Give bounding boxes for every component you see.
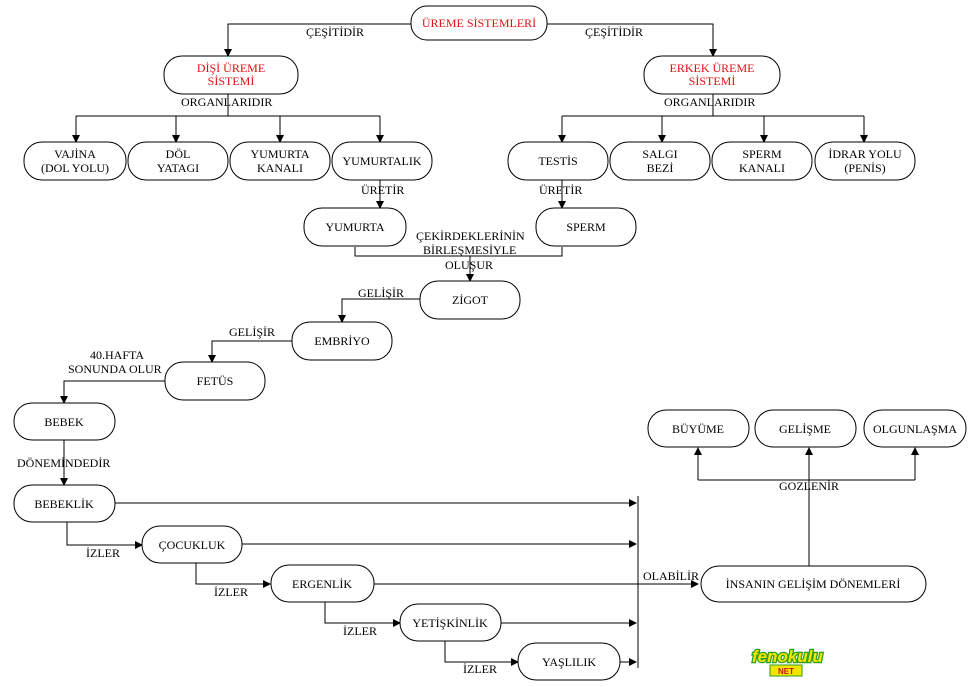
node-baby-text: BEBEK xyxy=(44,415,84,429)
node-oldage: YAŞLILIK xyxy=(517,642,621,681)
node-womb: DÖL YATAGI xyxy=(127,141,229,181)
label-gelisir-1: GELİŞİR xyxy=(358,286,404,300)
node-male-text-1: ERKEK ÜREME xyxy=(670,61,755,75)
logo-badge xyxy=(769,664,803,677)
label-gozlenir: GOZLENİR xyxy=(779,479,839,493)
label-cesitidir-right: ÇEŞİTİDİR xyxy=(585,25,643,39)
node-oviduct: YUMURTA KANALI xyxy=(229,141,331,181)
node-root: ÜREME SİSTEMLERİ xyxy=(410,5,548,41)
node-womb-text-1: DÖL xyxy=(166,147,191,161)
label-fusion-1: ÇEKİRDEKLERİNİN xyxy=(416,229,525,243)
node-egg: YUMURTA xyxy=(303,207,407,247)
node-egg-text: YUMURTA xyxy=(326,220,385,234)
label-uretir-left: ÜRETİR xyxy=(361,183,404,197)
node-urethra: İDRAR YOLU (PENİS) xyxy=(814,141,916,181)
label-izler-4: İZLER xyxy=(463,662,497,676)
logo-main-text: fenokulu xyxy=(752,647,823,666)
fenokulu-logo: fenokulu NET xyxy=(751,646,825,677)
label-izler-2: İZLER xyxy=(214,585,248,599)
label-organlaridir-right: ORGANLARIDIR xyxy=(664,95,755,109)
node-male-system: ERKEK ÜREME SİSTEMİ xyxy=(643,55,781,95)
node-adolescence: ERGENLİK xyxy=(270,564,375,603)
node-root-text: ÜREME SİSTEMLERİ xyxy=(422,16,536,30)
node-infancy: BEBEKLİK xyxy=(13,484,116,523)
label-week-2: SONUNDA OLUR xyxy=(68,362,162,376)
node-gland: SALGI BEZİ xyxy=(609,141,711,181)
node-testis: TESTİS xyxy=(507,141,609,181)
node-sperm-duct: SPERM KANALI xyxy=(711,141,813,181)
edge-infancy-childhood xyxy=(66,522,143,549)
node-adulthood: YETİŞKİNLİK xyxy=(399,603,502,642)
node-growth: BÜYÜME xyxy=(647,409,750,448)
edge-labels: ÇEŞİTİDİR ÇEŞİTİDİR ORGANLARIDIR ORGANLA… xyxy=(17,25,839,676)
logo-sub-text: NET xyxy=(778,667,794,676)
node-womb-text-2: YATAGI xyxy=(157,161,199,175)
edge-adulthood-oldage xyxy=(444,641,519,666)
label-uretir-right: ÜRETİR xyxy=(539,183,582,197)
node-fetus: FETÜS xyxy=(164,361,266,401)
node-urethra-text-1: İDRAR YOLU xyxy=(828,147,902,161)
label-fusion-3: OLUŞUR xyxy=(445,258,493,272)
node-testis-text: TESTİS xyxy=(538,154,577,168)
node-vagina-text-1: VAJİNA xyxy=(54,147,96,161)
node-maturation-text: OLGUNLAŞMA xyxy=(873,422,957,436)
node-male-text-2: SİSTEMİ xyxy=(689,74,736,88)
label-olabilir: OLABİLİR xyxy=(643,569,699,583)
node-zygote-text: ZİGOT xyxy=(452,293,489,307)
node-embryo-text: EMBRİYO xyxy=(314,334,370,348)
node-urethra-text-2: (PENİS) xyxy=(844,161,885,175)
node-embryo: EMBRİYO xyxy=(291,321,393,361)
edge-childhood-adolescence xyxy=(195,563,271,588)
node-vagina-text-2: (DOL YOLU) xyxy=(41,161,109,175)
node-oviduct-text-1: YUMURTA xyxy=(251,147,310,161)
label-gelisir-2: GELİŞİR xyxy=(229,325,275,339)
node-gland-text-1: SALGI xyxy=(642,147,677,161)
node-ovary-text: YUMURTALIK xyxy=(343,154,422,168)
node-sperm: SPERM xyxy=(535,207,637,247)
node-periods-text: İNSANIN GELİŞİM DÖNEMLERİ xyxy=(726,577,901,591)
label-cesitidir-left: ÇEŞİTİDİR xyxy=(306,25,364,39)
node-childhood-text: ÇOCUKLUK xyxy=(159,538,226,552)
edge-root-male xyxy=(547,23,717,57)
label-organlaridir-left: ORGANLARIDIR xyxy=(181,95,272,109)
node-sperm-text: SPERM xyxy=(566,220,606,234)
node-development-text: GELİŞME xyxy=(779,422,831,436)
node-zygote: ZİGOT xyxy=(419,280,521,320)
node-baby: BEBEK xyxy=(13,402,116,441)
node-development: GELİŞME xyxy=(754,409,857,448)
edge-fetus-baby xyxy=(60,380,165,404)
connectors xyxy=(60,23,919,668)
node-maturation: OLGUNLAŞMA xyxy=(863,409,967,448)
node-adolescence-text: ERGENLİK xyxy=(292,577,352,591)
edge-adolescence-adulthood xyxy=(324,602,401,627)
node-vagina: VAJİNA (DOL YOLU) xyxy=(23,141,127,181)
label-donemindedir: DÖNEMİNDEDİR xyxy=(17,456,110,470)
node-fetus-text: FETÜS xyxy=(197,374,234,388)
node-childhood: ÇOCUKLUK xyxy=(141,525,243,564)
edge-zygote-embryo xyxy=(338,298,420,323)
node-sperm-duct-text-1: SPERM xyxy=(742,147,782,161)
node-sperm-duct-text-2: KANALI xyxy=(739,161,785,175)
node-female-system: DİŞİ ÜREME SİSTEMİ xyxy=(163,55,299,95)
node-female-text-2: SİSTEMİ xyxy=(208,74,255,88)
label-izler-3: İZLER xyxy=(343,624,377,638)
node-adulthood-text: YETİŞKİNLİK xyxy=(412,616,488,630)
node-gland-text-2: BEZİ xyxy=(647,161,674,175)
label-fusion-2: BİRLEŞMESİYLE xyxy=(423,243,516,257)
label-week-1: 40.HAFTA xyxy=(90,348,144,362)
edge-root-female xyxy=(224,23,411,57)
node-oldage-text: YAŞLILIK xyxy=(542,655,596,669)
edge-fusion-bar xyxy=(354,247,563,257)
node-oviduct-text-2: KANALI xyxy=(257,161,303,175)
node-infancy-text: BEBEKLİK xyxy=(34,497,94,511)
label-izler-1: İZLER xyxy=(86,546,120,560)
edge-embryo-fetus xyxy=(208,340,292,363)
node-growth-text: BÜYÜME xyxy=(672,422,724,436)
node-periods: İNSANIN GELİŞİM DÖNEMLERİ xyxy=(700,565,927,603)
node-ovary: YUMURTALIK xyxy=(331,141,433,181)
node-female-text-1: DİŞİ ÜREME xyxy=(197,61,265,75)
